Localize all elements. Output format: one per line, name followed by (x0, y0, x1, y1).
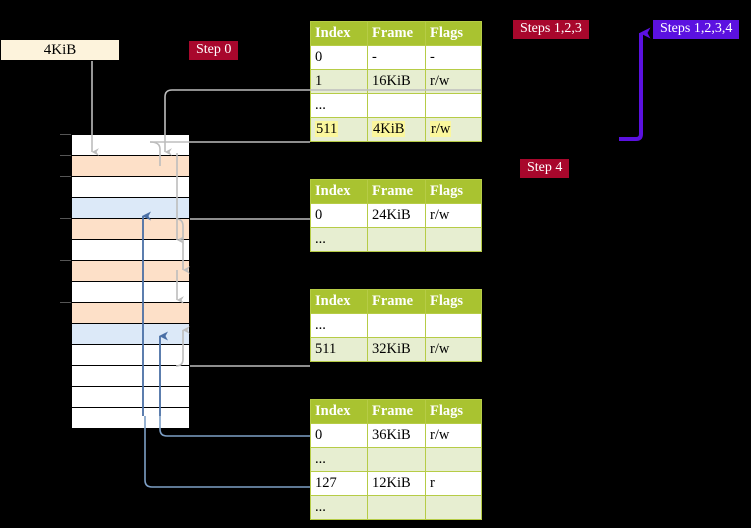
memory-frame-row (71, 323, 190, 345)
table-row: ... (310, 447, 482, 472)
memory-frame-row (71, 155, 190, 177)
cell-index: 127 (310, 471, 368, 496)
cell-index: ... (310, 495, 368, 520)
cell-frame: 4KiB (367, 117, 426, 142)
memory-row-tick (60, 176, 71, 177)
highlighted-value: r/w (430, 120, 452, 137)
wire-memory-to-l3-0 (175, 218, 310, 274)
cell-frame (367, 93, 426, 118)
memory-frame-row (71, 239, 190, 261)
cell-index: 1 (310, 69, 368, 94)
memory-frame-row (71, 386, 190, 408)
cell-index: ... (310, 447, 368, 472)
memory-row-tick (60, 260, 71, 261)
badge-step-0: Step 0 (189, 41, 239, 60)
table-row: ... (310, 495, 482, 520)
cell-frame: 32KiB (367, 337, 426, 362)
cell-frame: 12KiB (367, 471, 426, 496)
column-header-frame: Frame (367, 179, 426, 204)
memory-size-box: 4KiB (0, 39, 120, 61)
cell-index: 511 (310, 117, 368, 142)
table-row: ... (310, 227, 482, 252)
table-row: ... (310, 93, 482, 118)
cell-flags: - (425, 45, 482, 70)
cell-index: ... (310, 227, 368, 252)
cell-frame: 24KiB (367, 203, 426, 228)
cell-index: ... (310, 93, 368, 118)
cell-index: 0 (310, 423, 368, 448)
cell-frame: 16KiB (367, 69, 426, 94)
memory-frame-row (71, 302, 190, 324)
column-header-flags: Flags (425, 21, 482, 46)
badge-steps-1-2-3-4: Steps 1,2,3,4 (653, 20, 740, 39)
memory-row-tick (60, 302, 71, 303)
cell-frame: 36KiB (367, 423, 426, 448)
cell-flags (425, 447, 482, 472)
cell-flags (425, 93, 482, 118)
column-header-index: Index (310, 289, 368, 314)
column-header-flags: Flags (425, 289, 482, 314)
cell-flags: r (425, 471, 482, 496)
cell-index: ... (310, 313, 368, 338)
memory-frame-row (71, 218, 190, 240)
cell-flags (425, 313, 482, 338)
table-row: 0-- (310, 45, 482, 70)
table-row: ... (310, 313, 482, 338)
memory-frame-row (71, 176, 190, 198)
memory-frame-row (71, 260, 190, 282)
memory-frame-row (71, 407, 190, 429)
memory-row-tick (60, 155, 71, 156)
cell-frame (367, 227, 426, 252)
badge-step-4: Step 4 (520, 159, 570, 178)
physical-memory-column (71, 134, 190, 429)
wire-purple-return (619, 27, 651, 141)
column-header-flags: Flags (425, 179, 482, 204)
highlighted-value: 4KiB (372, 120, 406, 137)
memory-frame-row (71, 134, 190, 156)
memory-row-tick (60, 134, 71, 135)
column-header-index: Index (310, 179, 368, 204)
cell-flags (425, 227, 482, 252)
memory-frame-row (71, 197, 190, 219)
cell-index: 511 (310, 337, 368, 362)
cell-flags: r/w (425, 69, 482, 94)
cell-flags: r/w (425, 337, 482, 362)
column-header-index: Index (310, 399, 368, 424)
wire-memory-to-l2-511 (175, 326, 310, 367)
cell-index: 0 (310, 45, 368, 70)
column-header-frame: Frame (367, 21, 426, 46)
cell-flags: r/w (425, 117, 482, 142)
cell-frame (367, 313, 426, 338)
column-header-flags: Flags (425, 399, 482, 424)
highlighted-value: 511 (315, 120, 339, 137)
memory-row-tick (60, 218, 71, 219)
column-header-index: Index (310, 21, 368, 46)
cell-flags (425, 495, 482, 520)
memory-size-label: 4KiB (43, 41, 77, 58)
column-header-frame: Frame (367, 399, 426, 424)
cell-index: 0 (310, 203, 368, 228)
memory-frame-row (71, 365, 190, 387)
cell-frame (367, 447, 426, 472)
badge-steps-1-2-3: Steps 1,2,3 (513, 20, 589, 39)
cell-flags: r/w (425, 203, 482, 228)
cell-flags: r/w (425, 423, 482, 448)
table-row: 511 4KiB r/w (310, 117, 482, 142)
memory-frame-row (71, 344, 190, 366)
column-header-frame: Frame (367, 289, 426, 314)
cell-frame (367, 495, 426, 520)
cell-frame: - (367, 45, 426, 70)
memory-frame-row (71, 281, 190, 303)
